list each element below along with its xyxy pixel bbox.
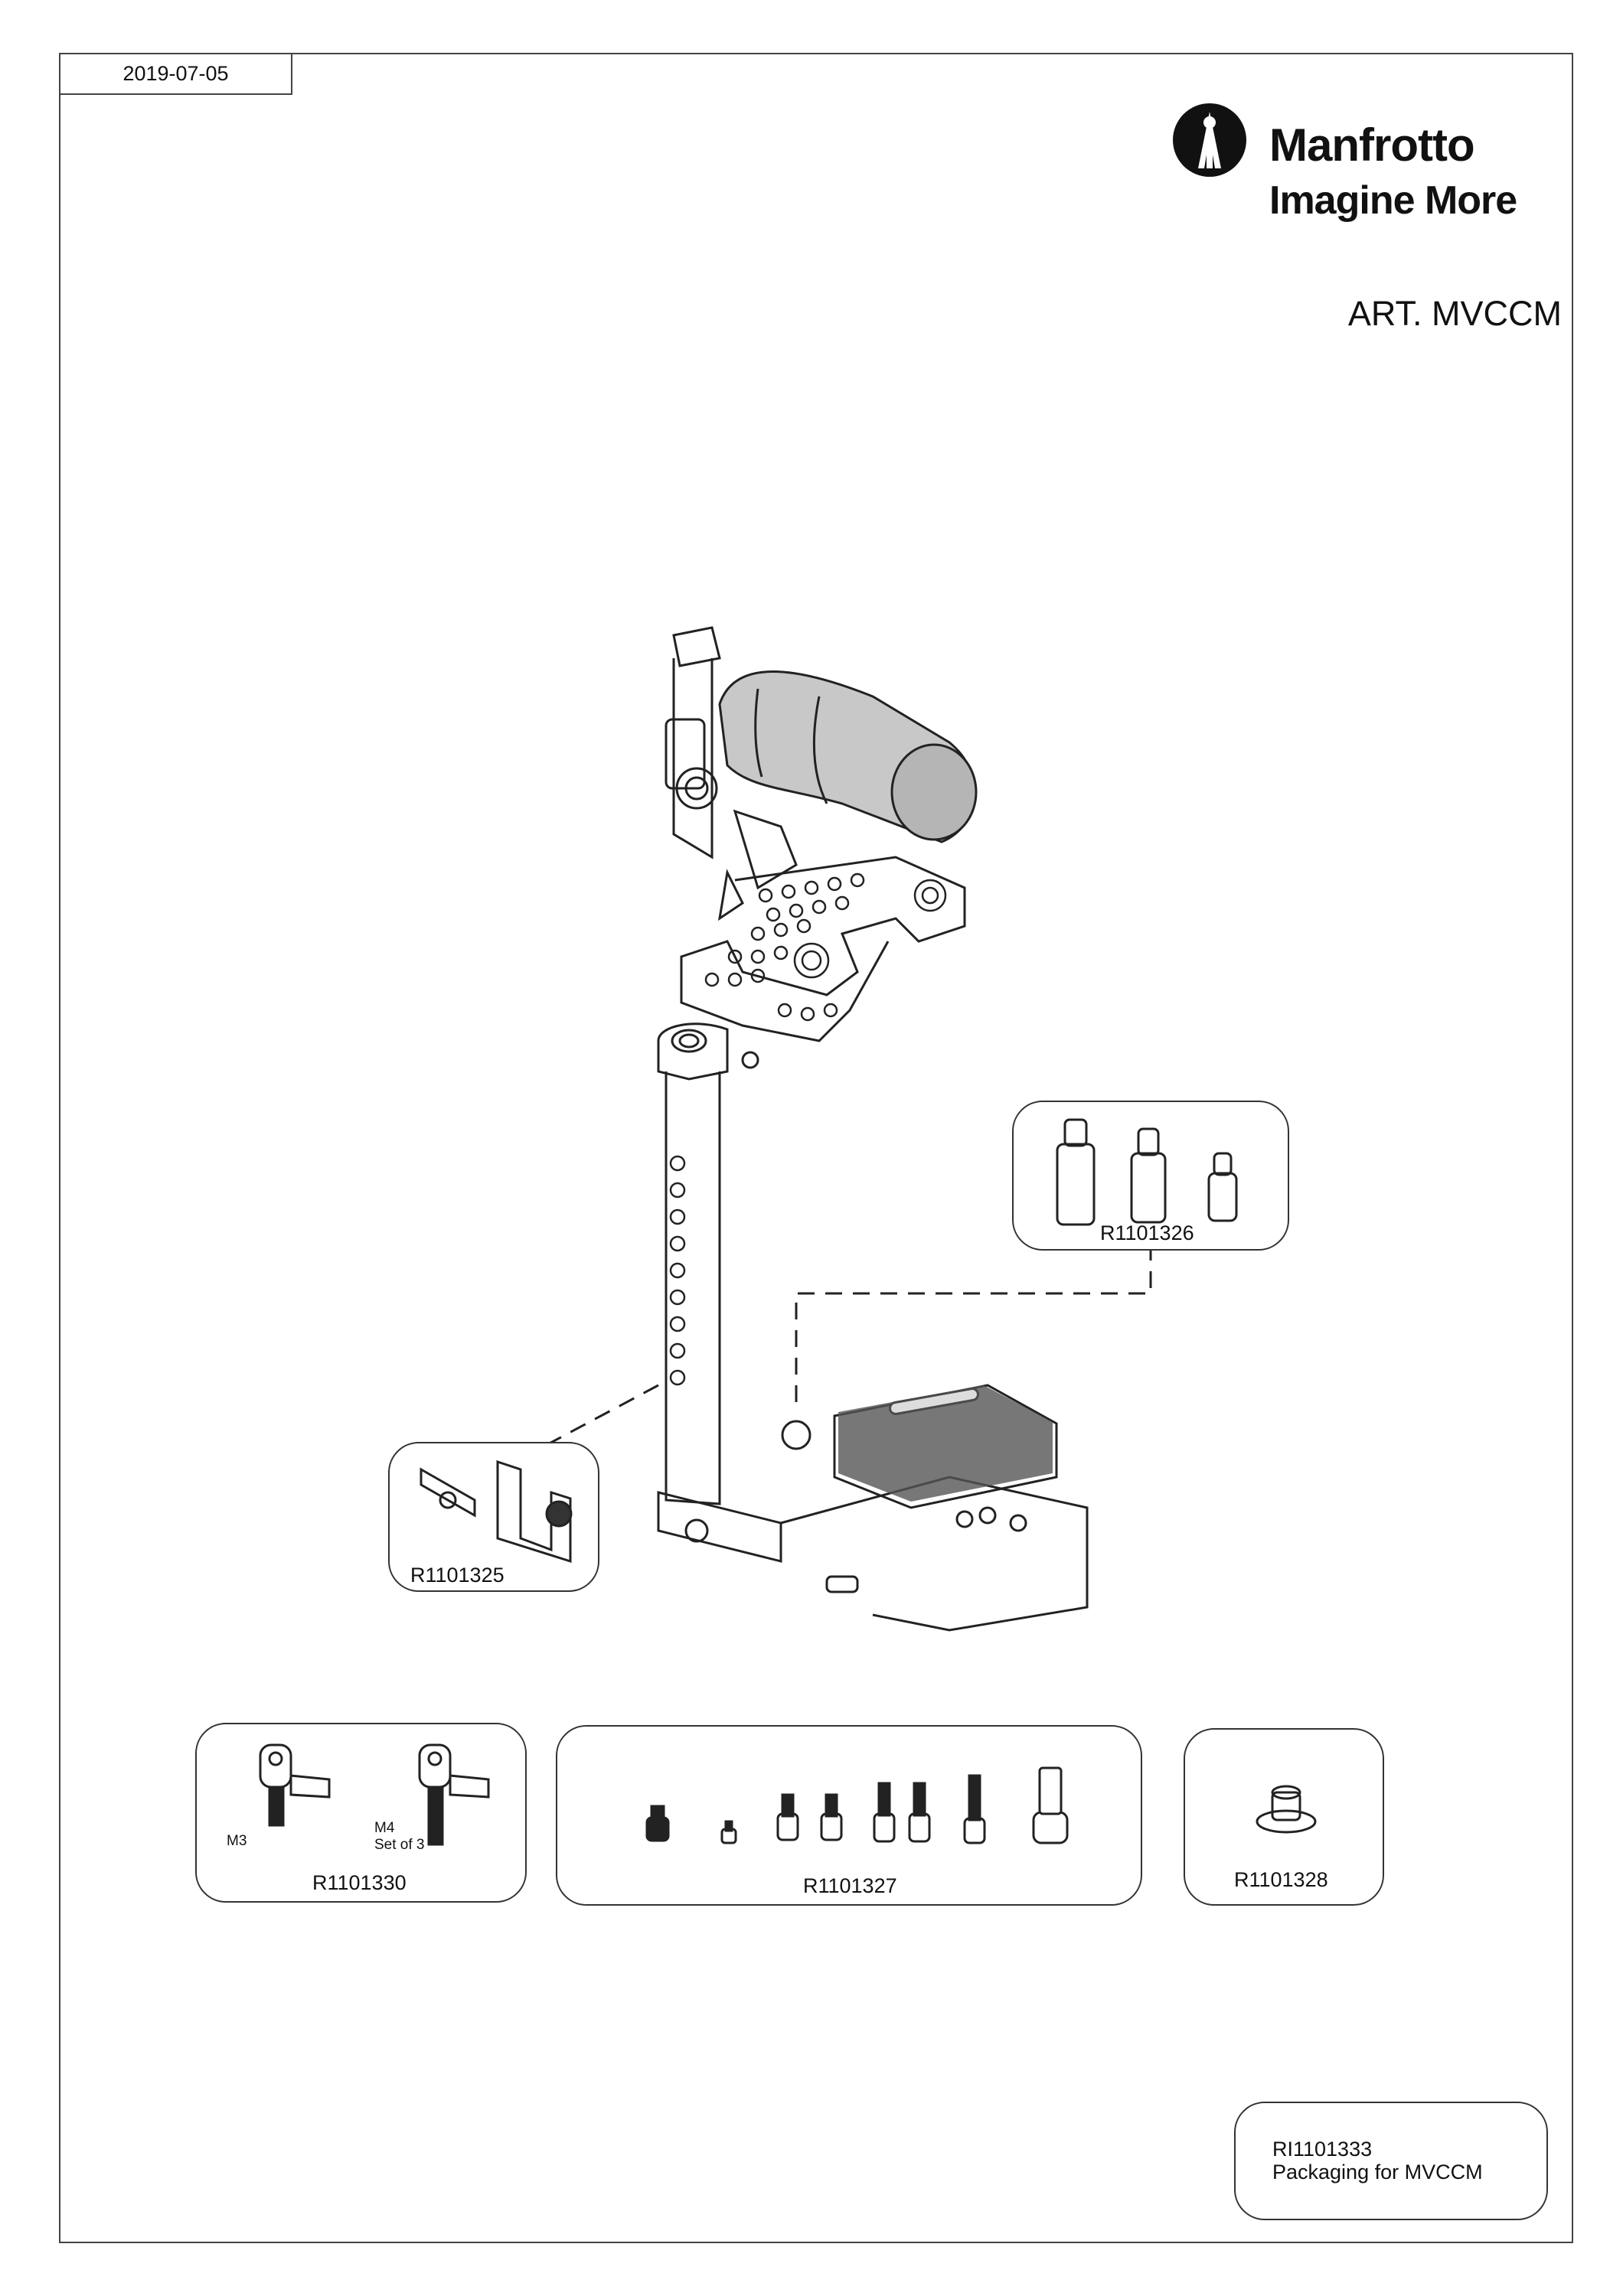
- m4-label: M4: [374, 1820, 395, 1836]
- screw-icon: [645, 1766, 1069, 1844]
- lever-icon: [259, 1743, 490, 1846]
- levers-part-box: [195, 1723, 527, 1903]
- document-date: 2019-07-05: [122, 62, 229, 85]
- spacer-icon: [1056, 1118, 1238, 1226]
- m3-label: M3: [227, 1833, 247, 1849]
- brand-tagline: Imagine More: [1269, 178, 1517, 223]
- bracket-icon: [420, 1459, 573, 1564]
- screws-part-code: R1101327: [803, 1874, 897, 1897]
- knob-part-box: [1184, 1728, 1384, 1906]
- packaging-code: RI1101333: [1272, 2138, 1373, 2161]
- knob-part-code: R1101328: [1234, 1868, 1328, 1891]
- packaging-description: Packaging for MVCCM: [1272, 2161, 1483, 2183]
- brand-name: Manfrotto: [1269, 119, 1475, 171]
- bracket-part-code: R1101325: [410, 1564, 505, 1587]
- manfrotto-logo-icon: [1173, 103, 1246, 177]
- levers-part-code: R1101330: [312, 1871, 407, 1894]
- date-box: 2019-07-05: [59, 53, 292, 95]
- camera-cage-illustration: [657, 626, 1089, 1632]
- m4-note: Set of 3: [374, 1837, 425, 1853]
- page-frame: [59, 53, 1573, 2243]
- article-number: ART. MVCCM: [1347, 294, 1562, 333]
- packaging-box: [1234, 2102, 1548, 2220]
- knob-icon: [1256, 1785, 1317, 1834]
- spacers-part-code: R1101326: [1100, 1221, 1194, 1244]
